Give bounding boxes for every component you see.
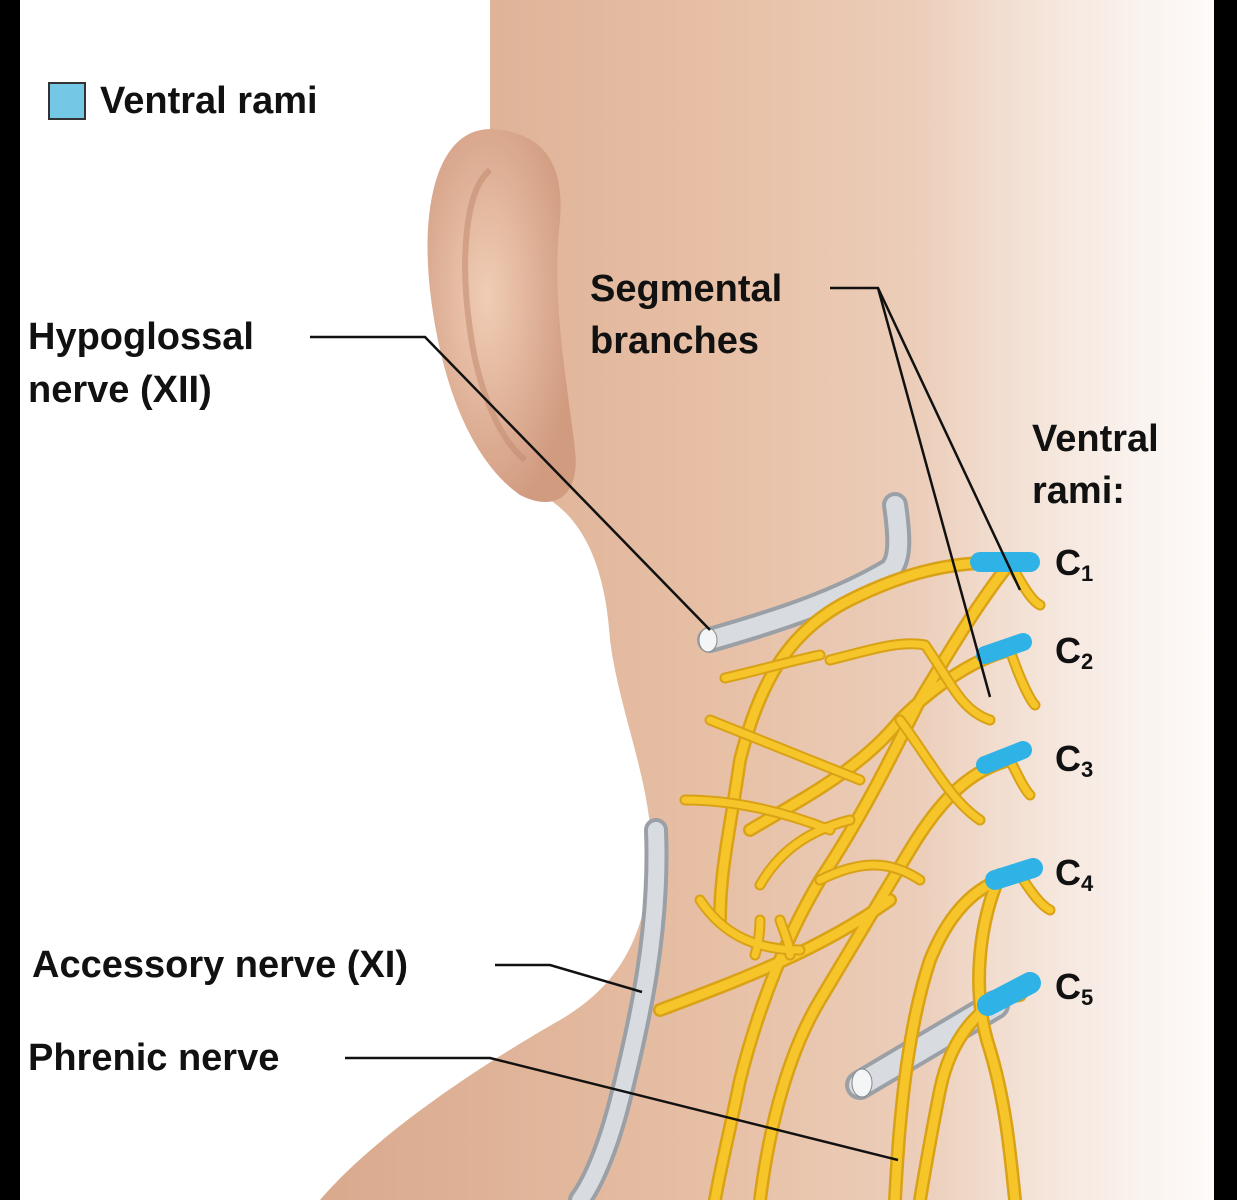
legend-swatch bbox=[48, 82, 86, 120]
label-accessory-nerve: Accessory nerve (XI) bbox=[32, 944, 408, 986]
legend-label: Ventral rami bbox=[100, 80, 318, 122]
label-c3: C3 bbox=[1055, 738, 1094, 782]
ramus-c5 bbox=[977, 972, 1041, 1016]
label-segmental-line2: branches bbox=[590, 320, 759, 362]
ear bbox=[427, 129, 576, 503]
label-c4: C4 bbox=[1055, 852, 1094, 896]
leader-lines bbox=[310, 286, 1022, 1162]
leader-segmental-2 bbox=[876, 287, 992, 698]
hypoglossal-nerve bbox=[697, 492, 912, 653]
label-segmental-line1: Segmental bbox=[590, 268, 783, 310]
illustration-panel: Ventral rami Hypoglossal nerve (XII) Seg… bbox=[20, 0, 1214, 1200]
ramus-c2 bbox=[976, 633, 1032, 664]
label-c1: C1 bbox=[1055, 542, 1094, 586]
ramus-c3 bbox=[976, 741, 1032, 774]
label-ventral-rami-line1: Ventral bbox=[1032, 418, 1159, 460]
label-c5: C5 bbox=[1055, 966, 1094, 1010]
leader-accessory bbox=[495, 963, 643, 994]
label-phrenic-nerve: Phrenic nerve bbox=[28, 1037, 280, 1079]
label-ventral-rami-line2: rami: bbox=[1032, 470, 1125, 512]
leader-phrenic bbox=[345, 1056, 899, 1162]
ventral-rami-tips bbox=[970, 552, 1043, 1016]
accessory-nerve bbox=[568, 818, 669, 1200]
label-hypoglossal-line2: nerve (XII) bbox=[28, 369, 212, 411]
leader-hypoglossal bbox=[310, 335, 711, 631]
neck-illustration bbox=[310, 0, 1214, 1200]
ramus-c4 bbox=[985, 858, 1043, 890]
label-hypoglossal-line1: Hypoglossal bbox=[28, 316, 254, 358]
label-c2: C2 bbox=[1055, 630, 1094, 674]
cervical-plexus bbox=[653, 555, 1056, 1200]
